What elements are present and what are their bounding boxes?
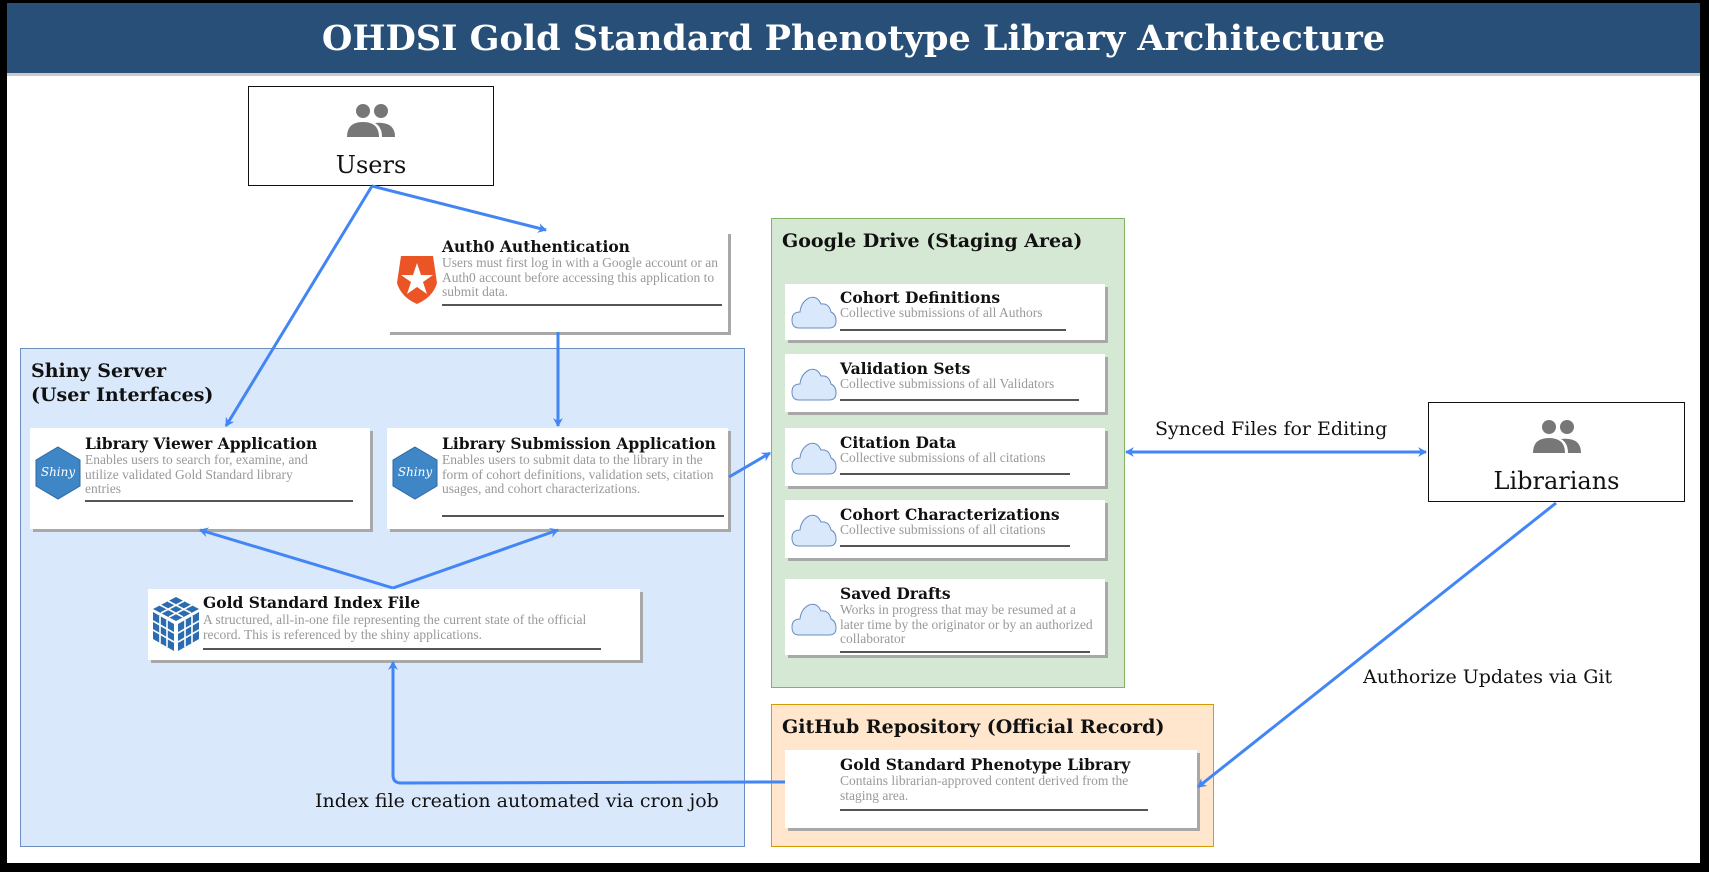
auth0-shield-icon [397, 256, 437, 304]
library-submission-card[interactable]: Shiny Library Submission Application Ena… [387, 428, 728, 529]
title-bar: OHDSI Gold Standard Phenotype Library Ar… [7, 3, 1700, 76]
svg-text:Shiny: Shiny [398, 465, 433, 479]
drive-item-citation-data[interactable]: Citation Data Collective submissions of … [785, 428, 1105, 486]
google-drive-title: Google Drive (Staging Area) [782, 230, 1083, 252]
divider [840, 473, 1070, 475]
index-file-description: A structured, all-in-one file representi… [203, 612, 587, 642]
drive-item-title: Saved Drafts [840, 584, 951, 603]
drive-item-title: Cohort Definitions [840, 288, 1001, 307]
authorize-updates-label: Authorize Updates via Git [1363, 666, 1613, 688]
drive-item-description: Works in progress that may be resumed at… [840, 602, 1093, 646]
cloud-icon [791, 296, 837, 329]
divider [203, 648, 601, 650]
index-file-title: Gold Standard Index File [203, 593, 421, 612]
librarians-label: Librarians [1493, 467, 1620, 495]
drive-item-description: Collective submissions of all Authors [840, 305, 1043, 320]
people-icon [347, 104, 395, 137]
drive-item-saved-drafts[interactable]: Saved Drafts Works in progress that may … [785, 579, 1105, 655]
divider [840, 809, 1148, 811]
shiny-hexagon-icon: Shiny [35, 446, 81, 500]
drive-item-description: Collective submissions of all citations [840, 522, 1046, 537]
cloud-icon [791, 368, 837, 401]
viewer-description: Enables users to search for, examine, an… [85, 452, 308, 496]
auth0-title: Auth0 Authentication [442, 237, 630, 256]
github-title: GitHub Repository (Official Record) [782, 716, 1165, 738]
users-node[interactable]: Users [248, 86, 494, 186]
auth0-description: Users must first log in with a Google ac… [442, 255, 718, 299]
cloud-icon [791, 603, 837, 636]
cloud-icon [791, 514, 837, 547]
drive-item-title: Cohort Characterizations [840, 505, 1060, 524]
svg-text:Shiny: Shiny [41, 465, 76, 479]
divider [840, 329, 1066, 331]
phenotype-library-card[interactable]: Gold Standard Phenotype Library Contains… [785, 750, 1197, 828]
shiny-title-line1: Shiny Server [31, 360, 167, 382]
phenotype-library-title: Gold Standard Phenotype Library [840, 755, 1131, 774]
divider [442, 304, 722, 306]
index-file-card[interactable]: Gold Standard Index File A structured, a… [148, 589, 640, 660]
cloud-icon [791, 442, 837, 475]
github-octocat-icon [791, 764, 833, 806]
shiny-hexagon-icon: Shiny [392, 446, 438, 500]
library-viewer-card[interactable]: Shiny Library Viewer Application Enables… [30, 428, 370, 529]
auth0-card[interactable]: Auth0 Authentication Users must first lo… [387, 231, 728, 332]
drive-item-title: Validation Sets [840, 359, 971, 378]
drive-item-validation-sets[interactable]: Validation Sets Collective submissions o… [785, 354, 1105, 412]
diagram-title: OHDSI Gold Standard Phenotype Library Ar… [321, 17, 1386, 59]
synced-files-label: Synced Files for Editing [1155, 418, 1388, 440]
people-icon [1532, 420, 1581, 453]
shiny-title-line2: (User Interfaces) [31, 384, 214, 406]
viewer-title: Library Viewer Application [85, 434, 318, 453]
users-label: Users [335, 151, 407, 179]
divider [85, 500, 353, 502]
submission-description: Enables users to submit data to the libr… [442, 452, 714, 496]
shiny-server-title: Shiny Server (User Interfaces) [31, 359, 213, 407]
divider [840, 399, 1079, 401]
drive-item-description: Collective submissions of all citations [840, 450, 1046, 465]
divider [840, 545, 1070, 547]
drive-item-title: Citation Data [840, 433, 957, 452]
drive-item-description: Collective submissions of all Validators [840, 376, 1055, 391]
divider [840, 651, 1090, 653]
submission-title: Library Submission Application [442, 434, 716, 453]
divider [442, 515, 724, 517]
cron-job-label: Index file creation automated via cron j… [315, 790, 719, 812]
drive-item-cohort-characterizations[interactable]: Cohort Characterizations Collective subm… [785, 500, 1105, 558]
librarians-node[interactable]: Librarians [1428, 402, 1685, 502]
drive-item-cohort-definitions[interactable]: Cohort Definitions Collective submission… [785, 284, 1105, 340]
cube-grid-icon [152, 597, 200, 651]
phenotype-library-description: Contains librarian-approved content deri… [840, 773, 1129, 803]
